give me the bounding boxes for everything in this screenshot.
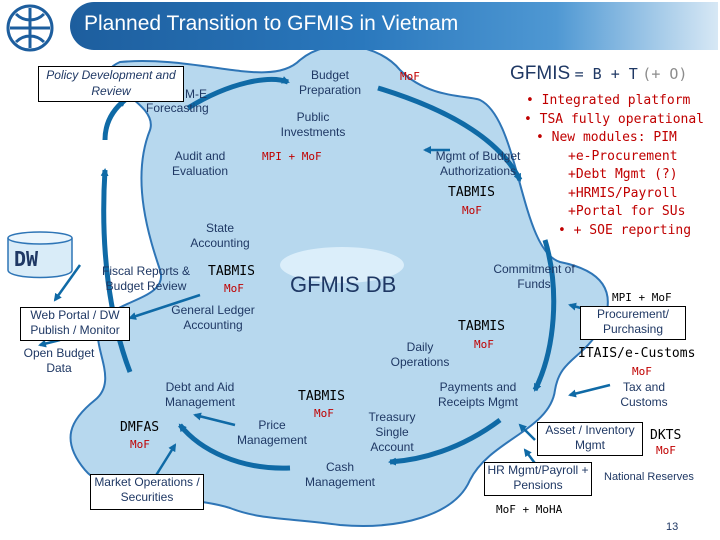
daily-operations-text: Daily Operations [390, 340, 450, 369]
mof-bottom-label: MoF [314, 407, 334, 420]
gfmis-bullet: • New modules: PIM [536, 130, 677, 145]
mgmt-budget-authorizations-text: Mgmt of Budget Authorizations [435, 149, 521, 178]
budget-preparation-label: Budget Preparation [282, 68, 378, 98]
mpi-mof-label: MPI + MoF [262, 150, 322, 163]
cash-management-label: Cash Management [296, 460, 384, 490]
budget-preparation-text: Budget Preparation [298, 68, 362, 97]
tabmis-bottom-label: TABMIS [298, 389, 345, 404]
gfmis-bullet: • TSA fully operational [524, 111, 705, 127]
slide-title: Planned Transition to GFMIS in Vietnam [84, 12, 459, 35]
asset-inventory-box: Asset / Inventory Mgmt [537, 422, 643, 456]
cash-management-text: Cash Management [304, 460, 376, 489]
gfmis-formula-extra: (+ O) [642, 65, 688, 83]
market-operations-label: Market Operations / Securities [94, 475, 200, 504]
national-reserves-label: National Reserves [604, 471, 694, 483]
policy-development-label: Policy Development and Review [46, 68, 176, 98]
world-bank-logo-icon [6, 4, 54, 52]
tax-customs-text: Tax and Customs [620, 380, 668, 409]
gfmis-formula: = B + T [574, 65, 638, 83]
dkts-label: DKTS [650, 428, 682, 443]
web-portal-box: Web Portal / DW Publish / Monitor [20, 307, 130, 341]
general-ledger-text: General Ledger Accounting [171, 303, 255, 332]
state-accounting-label: State Accounting [180, 221, 260, 251]
price-management-text: Price Management [236, 418, 308, 447]
open-budget-data-label: Open Budget Data [22, 346, 96, 376]
market-operations-box: Market Operations / Securities [90, 474, 204, 510]
slide-header: Planned Transition to GFMIS in Vietnam [0, 0, 720, 58]
audit-evaluation-label: Audit and Evaluation [162, 149, 238, 179]
gfmis-feature-list: • Integrated platform • TSA fully operat… [512, 92, 718, 240]
payments-receipts-text: Payments and Receipts Mgmt [437, 380, 519, 409]
asset-inventory-label: Asset / Inventory Mgmt [545, 423, 635, 452]
mof-itais-label: MoF [632, 365, 652, 378]
gfmis-bullet: +Portal for SUs [568, 204, 686, 219]
gfmis-bullet: +Debt Mgmt (?) [568, 167, 678, 182]
payments-receipts-label: Payments and Receipts Mgmt [424, 380, 532, 410]
commitment-funds-text: Commitment of Funds [493, 262, 575, 291]
web-portal-label: Web Portal / DW Publish / Monitor [30, 308, 120, 337]
gfmis-db-cylinder [280, 247, 404, 283]
gfmis-bullet: • Integrated platform [526, 93, 691, 108]
mpi-mof-commitment-label: MPI + MoF [612, 291, 672, 304]
debt-aid-text: Debt and Aid Management [164, 380, 236, 409]
itais-label: ITAIS/e-Customs [578, 346, 696, 361]
state-accounting-text: State Accounting [190, 221, 250, 250]
treasury-single-account-text: Treasury Single Account [368, 410, 416, 454]
forecasting-label: Forecasting [146, 101, 209, 115]
treasury-single-account-label: Treasury Single Account [364, 410, 420, 455]
commitment-funds-label: Commitment of Funds [484, 262, 584, 292]
mof-top-label: MoF [400, 70, 420, 83]
mof-moha-label: MoF + MoHA [496, 503, 563, 516]
general-ledger-label: General Ledger Accounting [166, 303, 260, 333]
dw-label: DW [14, 247, 39, 271]
price-management-label: Price Management [232, 418, 312, 448]
open-budget-data-text: Open Budget Data [23, 346, 95, 375]
debt-aid-label: Debt and Aid Management [148, 380, 252, 410]
procurement-label: Procurement/ Purchasing [596, 307, 670, 336]
fiscal-reports-label: Fiscal Reports & Budget Review [90, 264, 202, 294]
fiscal-reports-text: Fiscal Reports & Budget Review [101, 264, 191, 293]
page-number: 13 [666, 521, 679, 533]
mof-dkts-label: MoF [656, 444, 676, 457]
gfmis-bullet: +e-Procurement [568, 148, 678, 164]
policy-development-box: Policy Development and Review [38, 66, 184, 102]
header-band [70, 2, 718, 50]
gfmis-bullet: • + SOE reporting [558, 222, 692, 238]
cycle-arrows [100, 76, 557, 471]
tabmis-daily-label: TABMIS [458, 319, 505, 334]
mof-right-label: MoF [462, 204, 482, 217]
gfmis-heading: GFMIS = B + T (+ O) [510, 63, 687, 85]
dw-cylinder [7, 231, 73, 279]
tax-customs-label: Tax and Customs [608, 380, 680, 410]
public-investments-label: Public Investments [270, 110, 356, 140]
mof-fiscal-label: MoF [224, 282, 244, 295]
mgmt-budget-authorizations-label: Mgmt of Budget Authorizations [424, 149, 532, 179]
mof-daily-label: MoF [474, 338, 494, 351]
mof-dmfas-label: MoF [130, 438, 150, 451]
tabmis-right-label: TABMIS [448, 185, 495, 200]
gfmis-bullet: +HRMIS/Payroll [568, 185, 678, 201]
dmfas-label: DMFAS [120, 420, 160, 435]
me-label: M-E [185, 87, 207, 101]
gfmis-db-label: GFMIS DB [290, 272, 397, 297]
hr-payroll-box: HR Mgmt/Payroll + Pensions [484, 462, 592, 496]
tabmis-fiscal-label: TABMIS [208, 264, 255, 279]
gfmis-blob [69, 44, 609, 527]
hr-payroll-label: HR Mgmt/Payroll + Pensions [487, 463, 589, 492]
public-investments-text: Public Investments [280, 110, 346, 139]
audit-evaluation-text: Audit and Evaluation [171, 149, 229, 178]
procurement-box: Procurement/ Purchasing [580, 306, 686, 340]
daily-operations-label: Daily Operations [388, 340, 452, 370]
gfmis-heading-text: GFMIS [510, 63, 571, 84]
